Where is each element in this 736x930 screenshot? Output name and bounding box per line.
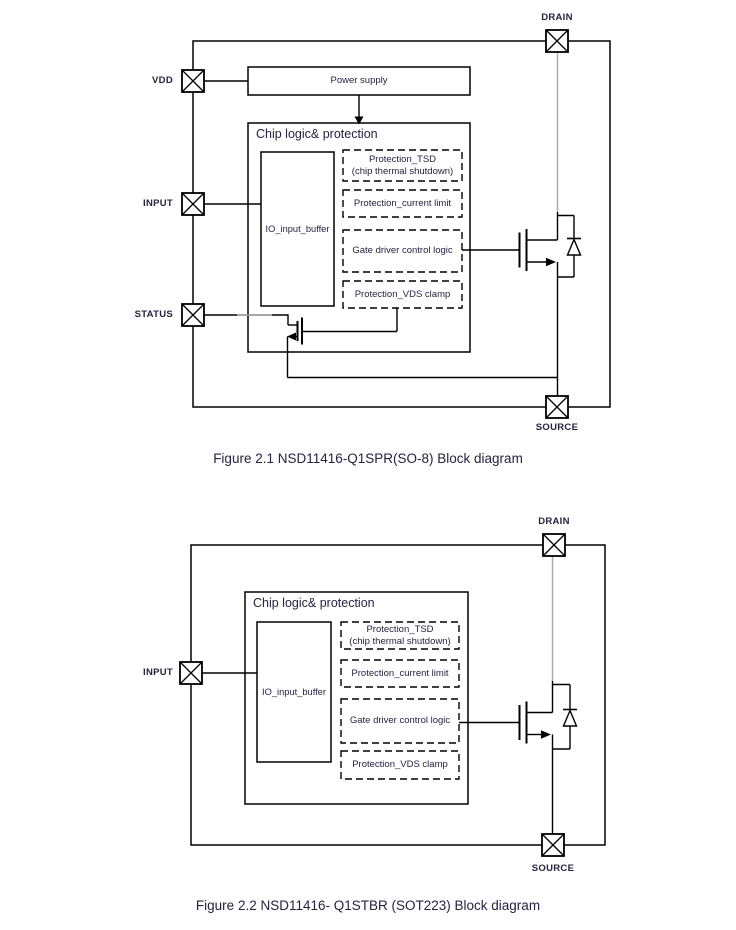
- figure2-tsd-line1: Protection_TSD: [366, 623, 434, 635]
- figure2-current-limit-box: [340, 659, 460, 688]
- figure1-tsd-box: [342, 149, 463, 182]
- figure2-outer-box: [190, 544, 606, 846]
- figure1-vdd-terminal-icon: [181, 69, 205, 93]
- figure1-status-label: STATUS: [134, 309, 173, 320]
- figure1-io-buffer-box: [260, 151, 335, 307]
- figure1-gate-driver-box: [342, 229, 463, 273]
- figure1-vds-clamp-box: [342, 280, 463, 309]
- figure2-tsd-box: [340, 621, 460, 650]
- figure2-gate-driver-title: Gate driver control logic: [349, 715, 451, 726]
- figure1-power-to-chip-arrow: [354, 95, 364, 125]
- figure1-gate-driver-title: Gate driver control logic: [352, 245, 453, 256]
- figure2-input-label: INPUT: [143, 667, 173, 678]
- figure1-tsd-title: Protection_TSD (chip thermal shutdown): [343, 150, 462, 181]
- figure2-caption: Figure 2.2 NSD11416- Q1STBR (SOT223) Blo…: [195, 898, 541, 913]
- figure2-tsd-title: Protection_TSD (chip thermal shutdown): [341, 622, 459, 649]
- figure2-drain-terminal-icon: [542, 533, 566, 557]
- figure2-drain-label: DRAIN: [538, 516, 570, 527]
- figure1-body-diode-symbol: [557, 214, 582, 278]
- figure1-current-limit-box: [342, 189, 463, 218]
- figure2-gate-driver-box: [340, 698, 460, 744]
- figure2-main-mosfet-symbol: [518, 701, 553, 744]
- figure1-status-terminal-icon: [181, 303, 205, 327]
- figure2-vds-clamp-title: Protection_VDS clamp: [352, 759, 448, 770]
- figure1-status-mosfet-source-wire: [286, 336, 558, 379]
- figure1-drain-terminal-icon: [545, 29, 569, 53]
- figure2-tsd-line2: (chip thermal shutdown): [349, 635, 451, 647]
- figure1-vdd-label: VDD: [152, 75, 173, 86]
- figure1-input-terminal-icon: [181, 192, 205, 216]
- figure1-chip-logic-title: Chip logic& protection: [256, 127, 378, 141]
- figure2-input-terminal-icon: [179, 661, 203, 685]
- figure2-vds-clamp-box: [340, 750, 460, 780]
- figure1-tsd-line1: Protection_TSD: [368, 153, 437, 165]
- figure1-source-terminal-icon: [545, 395, 569, 419]
- figure2-diagram: [179, 533, 606, 857]
- figure1-diagram: [181, 29, 611, 419]
- figure2-source-terminal-icon: [541, 833, 565, 857]
- figure1-io-buffer-title: IO_input_buffer: [265, 224, 330, 234]
- figure1-caption: Figure 2.1 NSD11416-Q1SPR(SO-8) Block di…: [213, 451, 523, 466]
- figure1-drain-label: DRAIN: [541, 12, 573, 23]
- figure2-chip-logic-box: [244, 591, 469, 805]
- figure2-source-label: SOURCE: [531, 863, 575, 874]
- figure1-current-limit-title: Protection_current limit: [353, 197, 452, 209]
- figure1-outer-box: [192, 40, 611, 408]
- figure2-current-limit-title: Protection_current limit: [351, 667, 449, 679]
- figure1-vds-clamp-title: Protection_VDS clamp: [354, 288, 451, 300]
- figure2-body-diode-symbol: [552, 683, 578, 750]
- figure1-status-mosfet-gate-wire: [303, 308, 398, 333]
- figure1-status-mosfet-symbol: [287, 317, 303, 345]
- figure1-input-label: INPUT: [143, 198, 173, 209]
- figure1-tsd-line2: (chip thermal shutdown): [351, 165, 454, 177]
- figure1-source-label: SOURCE: [535, 422, 579, 433]
- figure2-io-buffer-title: IO_input_buffer: [262, 687, 326, 697]
- figure2-io-buffer-box: [256, 621, 332, 763]
- figure1-status-wire: [204, 314, 297, 326]
- figure2-chip-logic-title: Chip logic& protection: [253, 596, 375, 610]
- figure1-power-supply-title: Power supply: [330, 75, 388, 86]
- figure1-main-mosfet-symbol: [518, 229, 558, 271]
